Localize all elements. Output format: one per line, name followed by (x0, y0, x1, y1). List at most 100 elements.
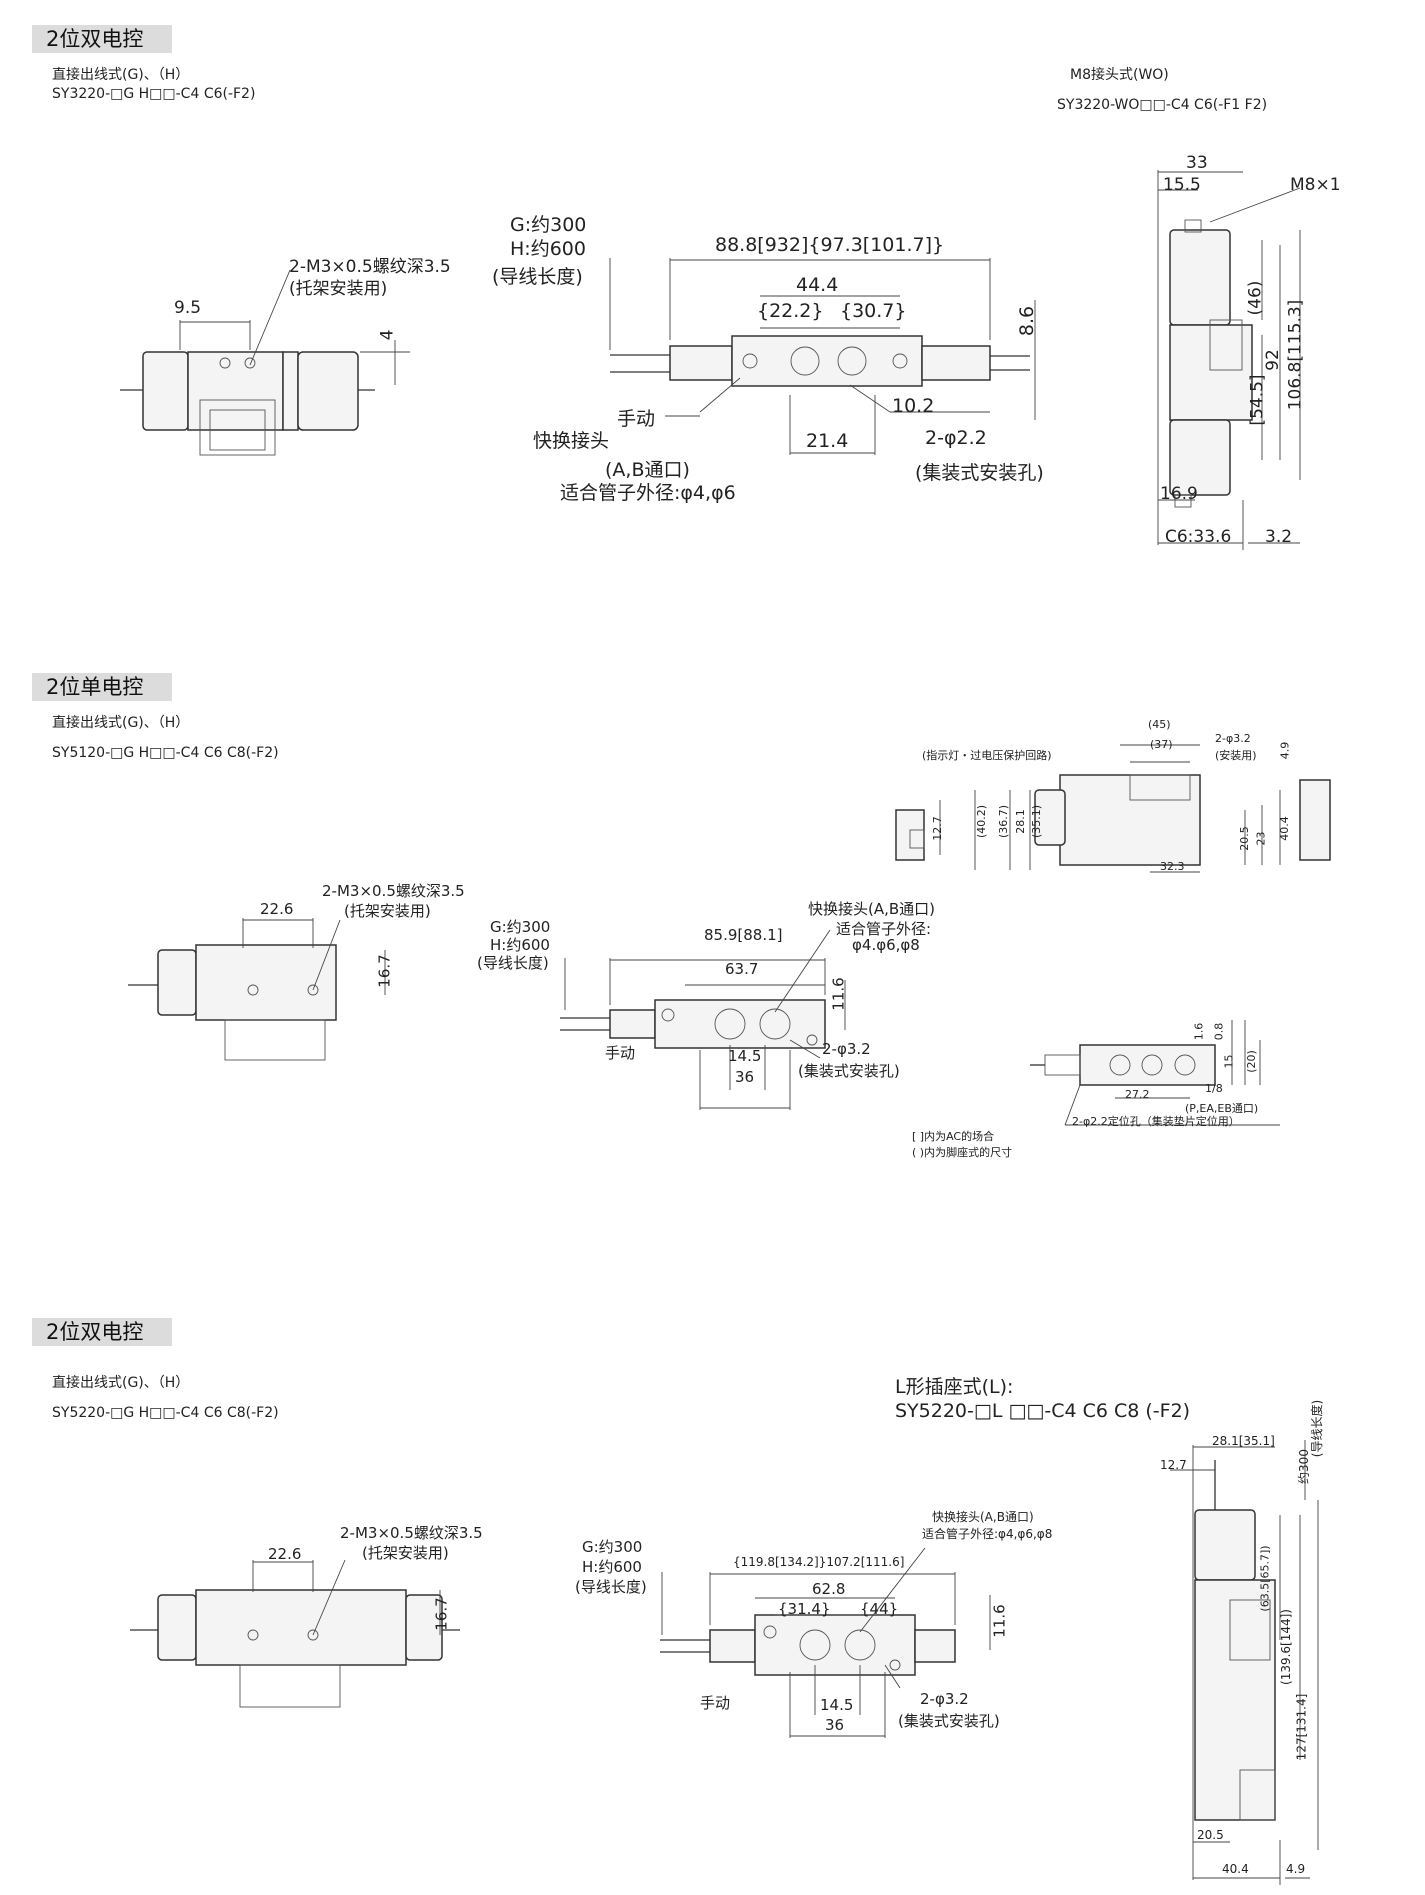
s2-lead-len: (导线长度) (477, 954, 549, 972)
s3-dim-16-7: 16.7 (432, 1597, 451, 1631)
s3-side-view (1170, 1440, 1319, 1885)
s3-dim-12-7: 12.7 (1160, 1458, 1187, 1472)
s1-g300: G:约300 (510, 214, 587, 236)
s3-h600: H:约600 (582, 1558, 642, 1576)
s2-pos-holes: 2-φ2.2定位孔（集装垫片定位用） (1072, 1115, 1240, 1128)
s3-quick: 快换接头(A,B通口) (932, 1510, 1034, 1524)
s2-dim-63-7: 63.7 (725, 960, 759, 978)
s1-dim-22-2: {22.2} (757, 300, 824, 322)
s2-dim-27-2: 27.2 (1125, 1088, 1150, 1101)
s2-dim-4-9: 4.9 (1278, 741, 1292, 760)
s1-tube-od: 适合管子外径:φ4,φ6 (560, 482, 736, 504)
s2-dim-1-6: 1.6 (1192, 1022, 1206, 1041)
s2-dim-45: (45) (1148, 718, 1171, 731)
s3-top-view (660, 1547, 991, 1738)
section-2-subtitle: 直接出线式(G)、（H） (52, 715, 190, 731)
s2-dim-15: 15 (1222, 1054, 1236, 1069)
s2-dim-1-8: 1/8 (1205, 1082, 1223, 1095)
s2-dim-28-1: 28.1 (1013, 809, 1027, 834)
s2-bracket-use: (托架安装用) (344, 902, 431, 920)
s1-lead-len: (导线长度) (492, 266, 583, 288)
s1-dim-33: 33 (1186, 153, 1208, 173)
s1-m8: M8×1 (1290, 175, 1341, 195)
s3-lead-len: (导线长度) (575, 1578, 647, 1596)
s1-dim-3-2: 3.2 (1265, 527, 1293, 547)
s1-dim-4: 4 (377, 329, 398, 341)
s1-h600: H:约600 (510, 238, 586, 260)
s3-manual: 手动 (700, 1694, 731, 1712)
s1-manual: 手动 (617, 408, 656, 430)
s1-bracket-screw: 2-M3×0.5螺纹深3.5 (289, 257, 451, 277)
s3-bracket-use: (托架安装用) (362, 1544, 449, 1562)
s2-g300: G:约300 (490, 918, 551, 936)
s2-dim-36-7: (36.7) (997, 804, 1011, 839)
s3-lead-len-v: (导线长度) (1310, 1399, 1325, 1458)
s2-bracket-screw: 2-M3×0.5螺纹深3.5 (322, 882, 465, 900)
s3-dim-4-9: 4.9 (1286, 1862, 1306, 1876)
s2-dim-0-8: 0.8 (1212, 1022, 1226, 1041)
s3-bracket-view (130, 1559, 460, 1708)
section-1-model: SY3220-□G H□□-C4 C6(-F2) (52, 86, 256, 102)
s2-base-view (1030, 1020, 1280, 1126)
s3-bracket-screw: 2-M3×0.5螺纹深3.5 (340, 1524, 483, 1542)
s2-dim-14-5: 14.5 (728, 1047, 762, 1065)
s1-dim-54-5: [54.5] (1247, 374, 1268, 426)
section-3-subtitle: 直接出线式(G)、（H） (52, 1375, 190, 1391)
s3-len-main: {119.8[134.2]}107.2[111.6] (733, 1555, 905, 1569)
s3-dim-36: 36 (825, 1716, 845, 1734)
s2-holes32: 2-φ3.2 (1215, 732, 1251, 745)
s1-quick: 快换接头 (533, 430, 610, 452)
s2-note-foot: ( )内为脚座式的尺寸 (912, 1146, 1013, 1159)
s2-dim-36: 36 (735, 1068, 755, 1086)
s1-top-view (609, 258, 1036, 455)
s3-dim-28-1: 28.1[35.1] (1212, 1434, 1275, 1448)
s1-dim-10-2: 10.2 (892, 395, 935, 417)
s3-dim-14-5: 14.5 (820, 1696, 854, 1714)
s1-dim-46: (46) (1245, 280, 1266, 316)
s1-dim-44-4: 44.4 (796, 274, 839, 296)
s1-dim-8-6: 8.6 (1016, 305, 1039, 337)
s2-dim-23: 23 (1254, 831, 1268, 846)
s2-h600: H:约600 (490, 936, 550, 954)
s1-side-view (1157, 170, 1301, 550)
s3-dim-22-6: 22.6 (268, 1545, 302, 1563)
s2-dim-20: (20) (1244, 1050, 1258, 1073)
s2-tube-od: 适合管子外径: (836, 920, 932, 938)
s1-ab-port: (A,B通口) (605, 459, 690, 481)
s2-dim-22-6: 22.6 (260, 900, 294, 918)
s3-dim-63-5: (63.5[65.7]) (1258, 1545, 1272, 1612)
s2-dim-37: (37) (1150, 738, 1173, 751)
s1-dim-9-5: 9.5 (174, 298, 202, 318)
s2-top-view (560, 929, 846, 1110)
s2-p-port: (P,EA,EB通口) (1185, 1102, 1259, 1115)
s3-dim-62-8: 62.8 (812, 1580, 846, 1598)
s2-right-views (895, 744, 1331, 873)
s3-dim-20-5: 20.5 (1197, 1828, 1224, 1842)
s1-dim-15-5: 15.5 (1163, 175, 1201, 195)
s1-len-main: 88.8[932]{97.3[101.7]} (715, 234, 945, 256)
s3-dim-127: 127[131.4] (1294, 1693, 1309, 1761)
s2-dim-16-7: 16.7 (375, 954, 394, 988)
s1-dim-30-7: {30.7} (840, 300, 907, 322)
s2-dim-35-1: (35.1) (1030, 804, 1044, 839)
section-1-alt-model: SY3220-WO□□-C4 C6(-F1 F2) (1057, 97, 1268, 113)
s3-manifold: (集装式安装孔) (898, 1712, 1000, 1730)
s1-bracket-use: (托架安装用) (289, 279, 388, 299)
s2-dim-11-6: 11.6 (829, 977, 848, 1011)
s1-dim-106: 106.8[115.3] (1285, 299, 1306, 411)
section-3-alt-title: L形插座式(L): (895, 1376, 1014, 1398)
s2-dim-20-5: 20.5 (1237, 826, 1251, 851)
s3-dim-44: {44} (860, 1600, 899, 1618)
s2-len-main: 85.9[88.1] (704, 926, 783, 944)
section-3-tag: 2位双电控 (32, 1318, 172, 1346)
s1-holes: 2-φ2.2 (925, 427, 987, 449)
s2-dim-40-2: (40.2) (975, 804, 989, 839)
s3-dim-11-6: 11.6 (990, 1604, 1009, 1638)
s2-holes: 2-φ3.2 (822, 1040, 871, 1058)
s3-tube-od: 适合管子外径:φ4,φ6,φ8 (922, 1527, 1053, 1541)
s1-dim-16-9: 16.9 (1160, 484, 1198, 504)
s2-manual: 手动 (605, 1044, 636, 1062)
s2-manifold: (集装式安装孔) (798, 1062, 900, 1080)
s1-manifold: (集装式安装孔) (915, 462, 1044, 484)
s2-bracket-view (128, 918, 386, 1061)
